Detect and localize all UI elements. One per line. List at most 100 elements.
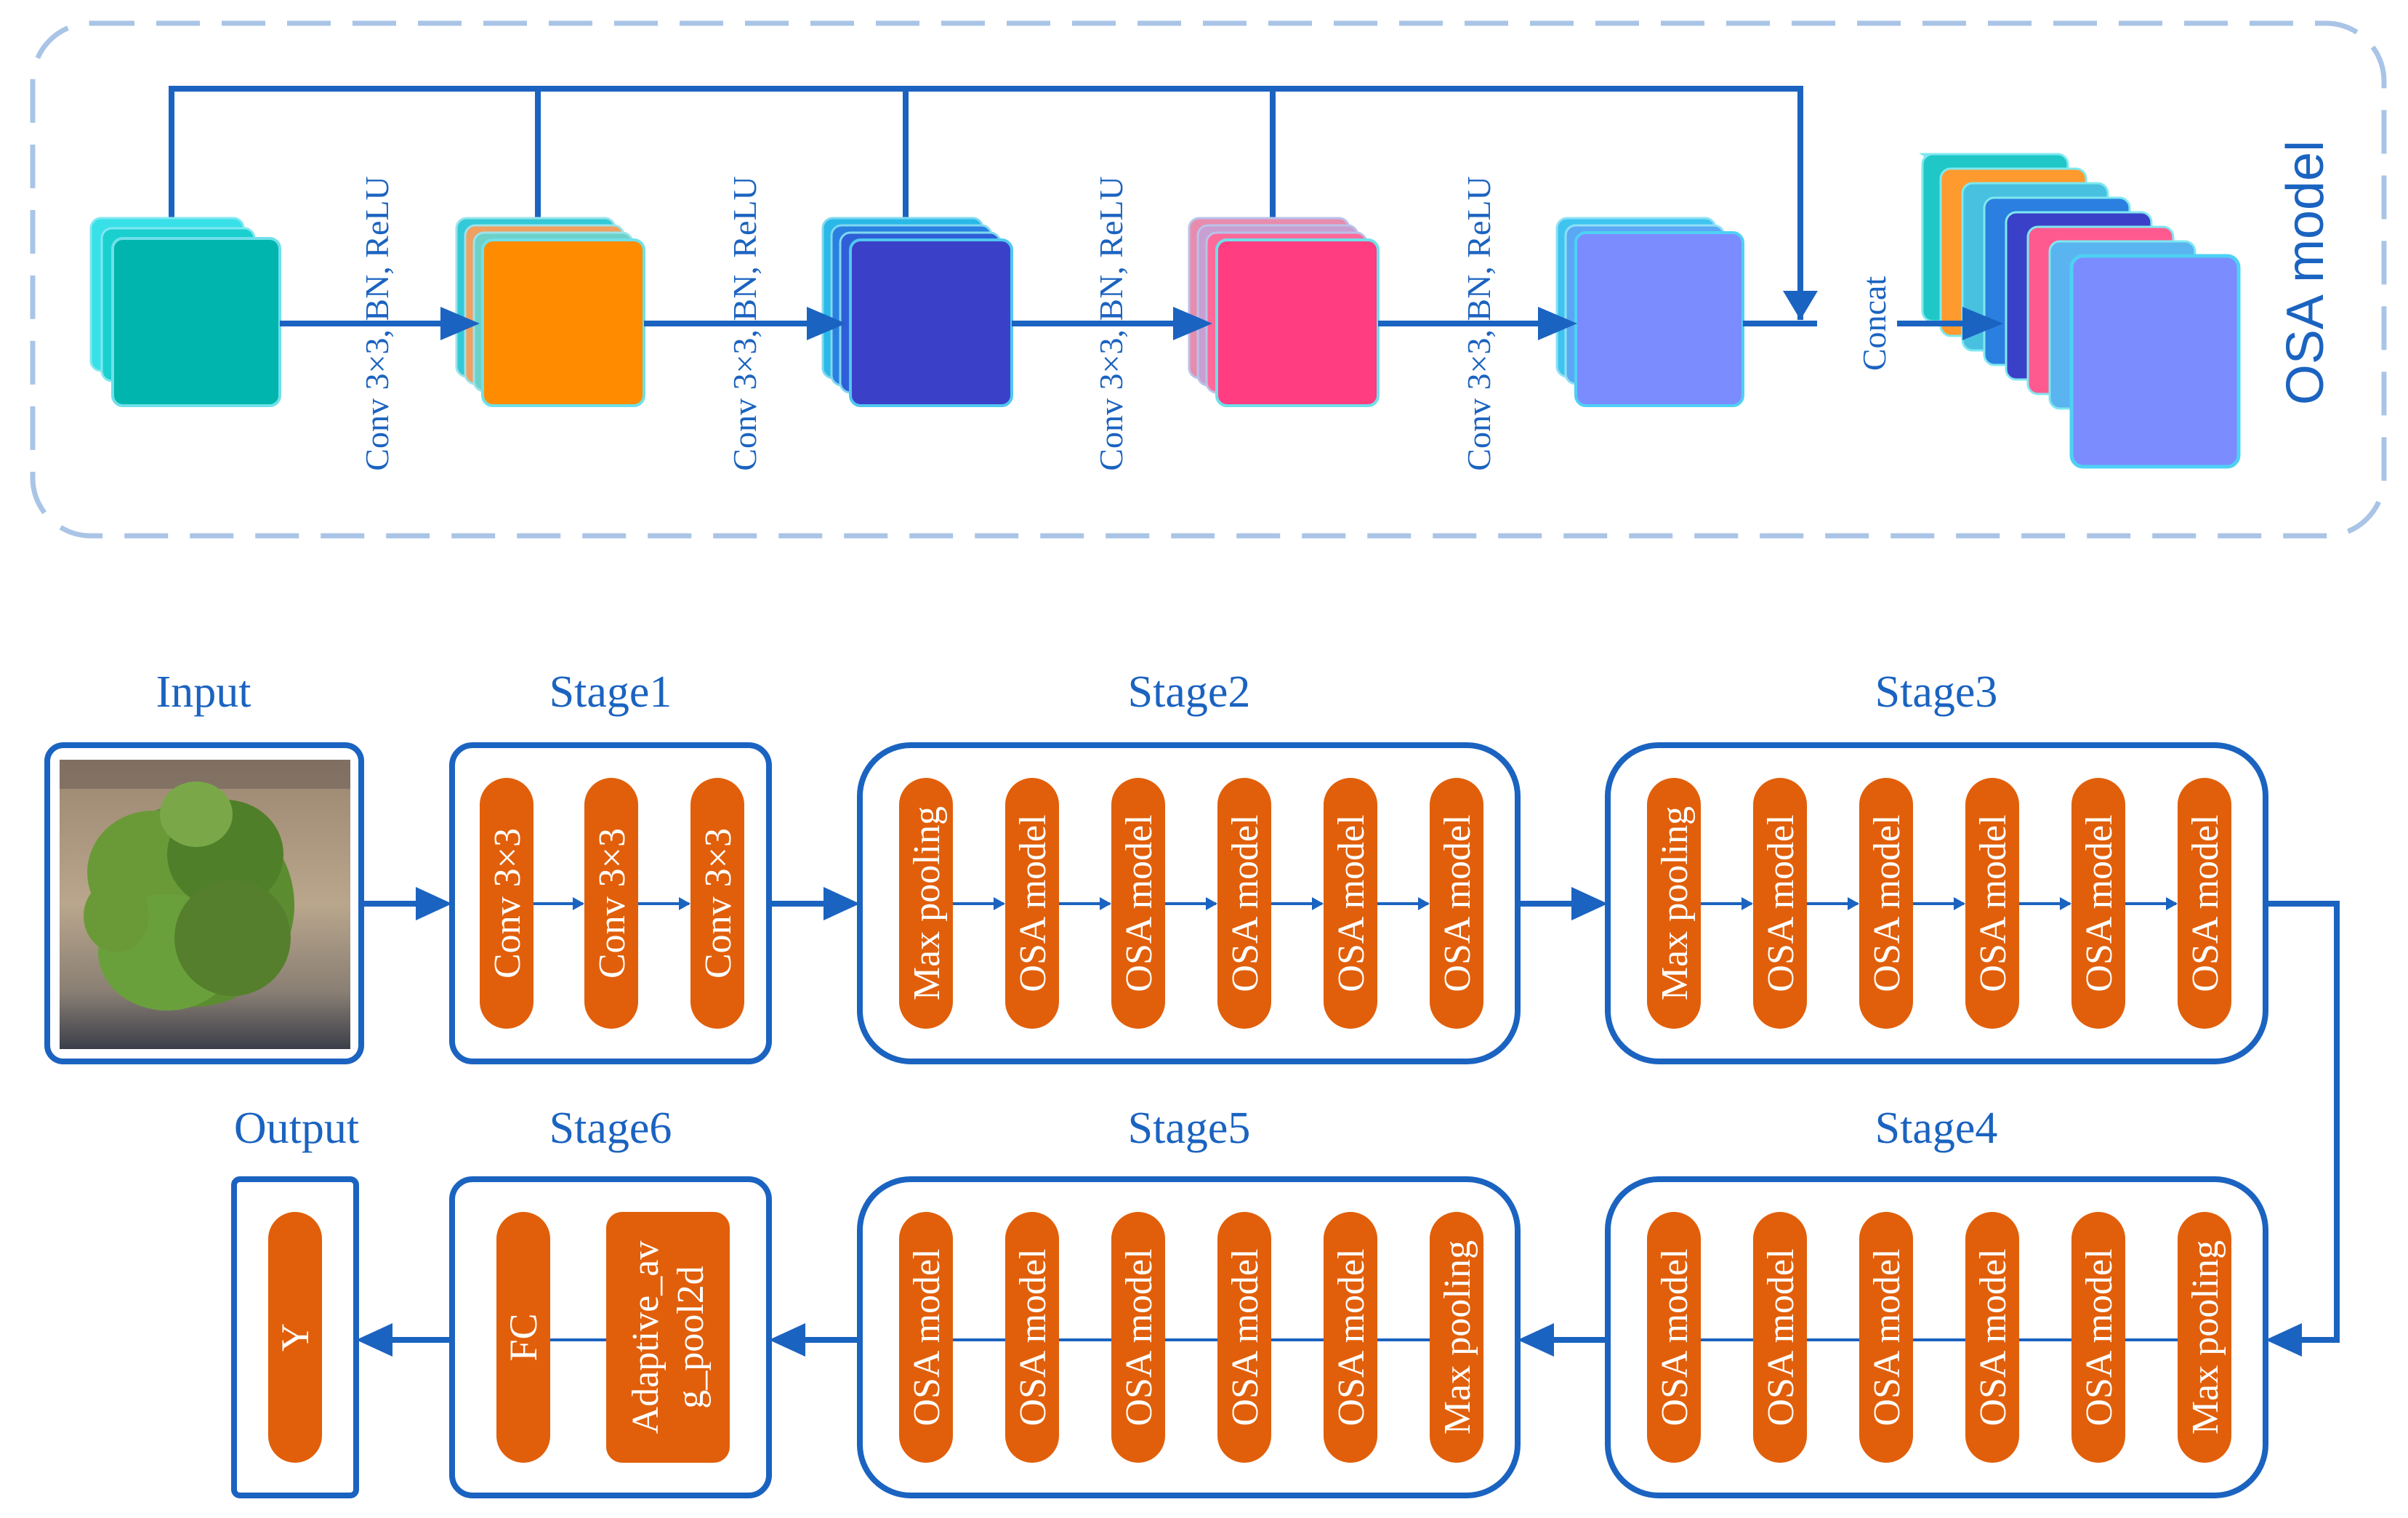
stage7-block-label: Y [273, 1323, 317, 1352]
feature-map-2 [455, 217, 645, 407]
stage3-block-label: OSA model [1973, 814, 2014, 992]
stage2-block-label: OSA model [1437, 814, 1478, 992]
stage4-block-label: OSA model [1760, 1248, 1802, 1426]
stage3-link-head [2166, 897, 2178, 910]
stage3-block-label: OSA model [2185, 814, 2226, 992]
stage5-block-label: OSA model [1119, 1248, 1160, 1426]
stage2-block-label: OSA model [1331, 814, 1372, 992]
stage1-block-label: Conv 3×3 [592, 828, 633, 979]
stage4-block-label: OSA model [1654, 1248, 1696, 1426]
stage4-block-label: OSA model [2079, 1248, 2120, 1426]
stage6-block-1: FC [496, 1212, 550, 1463]
stage2-link-head [994, 897, 1005, 910]
stage4-block-4: OSA model [1965, 1212, 2019, 1463]
stage4-block-3: OSA model [1859, 1212, 1913, 1463]
conv-label-3: Conv 3×3, BN, ReLU [1092, 176, 1129, 470]
stage-title-4: Stage4 [1875, 1104, 1998, 1153]
stage4-block-label: Max pooling [2185, 1240, 2226, 1434]
conv-label-1: Conv 3×3, BN, ReLU [358, 176, 395, 470]
osa-panel-title: OSA model [2276, 140, 2335, 405]
arrow-stage3-stage4 [2266, 901, 2340, 1343]
stage2-link-head [1206, 897, 1217, 910]
stage1-block-1: Conv 3×3 [480, 778, 533, 1029]
input-image [44, 742, 364, 1064]
stage3-block-label: OSA model [1760, 814, 1802, 992]
stage5-block-label: OSA model [1225, 1248, 1266, 1426]
stage5-box [857, 1176, 1521, 1498]
stage2-block-5: OSA model [1324, 778, 1377, 1029]
stage3-link-head [1848, 897, 1859, 910]
stage-title-output: Output [234, 1104, 359, 1153]
stage5-block-label: OSA model [906, 1248, 948, 1426]
stage2-link-head [1312, 897, 1324, 910]
stage-title-2: Stage2 [1128, 667, 1251, 717]
stage1-link-head [679, 897, 690, 910]
stage1-block-label: Conv 3×3 [698, 828, 739, 979]
stage4-block-label: OSA model [1973, 1248, 2014, 1426]
stage3-block-2: OSA model [1753, 778, 1807, 1029]
stage2-block-label: OSA model [1012, 814, 1054, 992]
stage2-link-head [1100, 897, 1111, 910]
stage6-block-label: Adaptive_avg_pool2d [625, 1241, 712, 1434]
stage3-link-head [1954, 897, 1965, 910]
stage2-block-label: OSA model [1119, 814, 1160, 992]
stage3-link-head [2060, 897, 2071, 910]
stage3-block-1: Max pooling [1647, 778, 1701, 1029]
stage1-link-head [573, 897, 584, 910]
stage2-block-4: OSA model [1217, 778, 1271, 1029]
stage3-block-5: OSA model [2071, 778, 2125, 1029]
stage2-block-1: Max pooling [899, 778, 953, 1029]
stage5-block-label: OSA model [1331, 1248, 1372, 1426]
stage5-block-label: Max pooling [1437, 1240, 1478, 1434]
stage4-block-5: OSA model [2071, 1212, 2125, 1463]
stage4-block-label: OSA model [1867, 1248, 1908, 1426]
conv-label-2: Conv 3×3, BN, ReLU [726, 176, 763, 470]
stage4-block-2: OSA model [1753, 1212, 1807, 1463]
stage1-block-3: Conv 3×3 [690, 778, 744, 1029]
stage4-block-1: OSA model [1647, 1212, 1701, 1463]
stage5-block-1: OSA model [899, 1212, 953, 1463]
stage2-block-label: OSA model [1225, 814, 1266, 992]
conv-label-4: Conv 3×3, BN, ReLU [1460, 176, 1497, 470]
stage3-block-label: OSA model [1867, 814, 1908, 992]
stage-title-3: Stage3 [1875, 667, 1998, 717]
stage5-block-2: OSA model [1005, 1212, 1059, 1463]
stage-title-5: Stage5 [1128, 1104, 1251, 1153]
feature-map-1 [89, 217, 281, 407]
stage5-block-3: OSA model [1111, 1212, 1165, 1463]
stage-title-6: Stage6 [549, 1104, 672, 1153]
feature-map-3 [821, 217, 1013, 407]
stage1-block-label: Conv 3×3 [487, 828, 528, 979]
stage3-block-6: OSA model [2178, 778, 2231, 1029]
pipeline: Input Stage1 Stage2 Stage3 Stage4 Stage5… [44, 667, 2340, 1498]
stage3-block-4: OSA model [1965, 778, 2019, 1029]
stage6-block-2: Adaptive_avg_pool2d [606, 1212, 730, 1463]
stage5-block-4: OSA model [1217, 1212, 1271, 1463]
stage-title-1: Stage1 [549, 667, 672, 717]
stage-title-input: Input [156, 667, 251, 717]
feature-map-5 [1555, 217, 1744, 407]
aggregation-bus [169, 86, 1803, 320]
stage4-block-6: Max pooling [2178, 1212, 2231, 1463]
stage2-link-head [1418, 897, 1430, 910]
stage3-link-head [1741, 897, 1753, 910]
osa-panel: Conv 3×3, BN, ReLU Conv 3×3, BN, ReLU Co… [30, 20, 2387, 539]
stage5-block-label: OSA model [1012, 1248, 1054, 1426]
stage2-block-label: Max pooling [906, 806, 948, 1000]
stage2-block-3: OSA model [1111, 778, 1165, 1029]
osa-panel-border [30, 20, 2387, 539]
stage3-block-label: OSA model [2079, 814, 2120, 992]
stage5-block-5: OSA model [1324, 1212, 1377, 1463]
stage5-block-6: Max pooling [1430, 1212, 1483, 1463]
stage7-block-1: Y [268, 1212, 322, 1463]
feature-map-4 [1188, 217, 1380, 407]
stage3-block-label: Max pooling [1654, 806, 1696, 1000]
concat-arrow-head [1783, 291, 1818, 320]
stage3-block-3: OSA model [1859, 778, 1913, 1029]
stage6-block-label: FC [502, 1313, 545, 1361]
stage1-block-2: Conv 3×3 [584, 778, 638, 1029]
output-box [231, 1176, 359, 1498]
